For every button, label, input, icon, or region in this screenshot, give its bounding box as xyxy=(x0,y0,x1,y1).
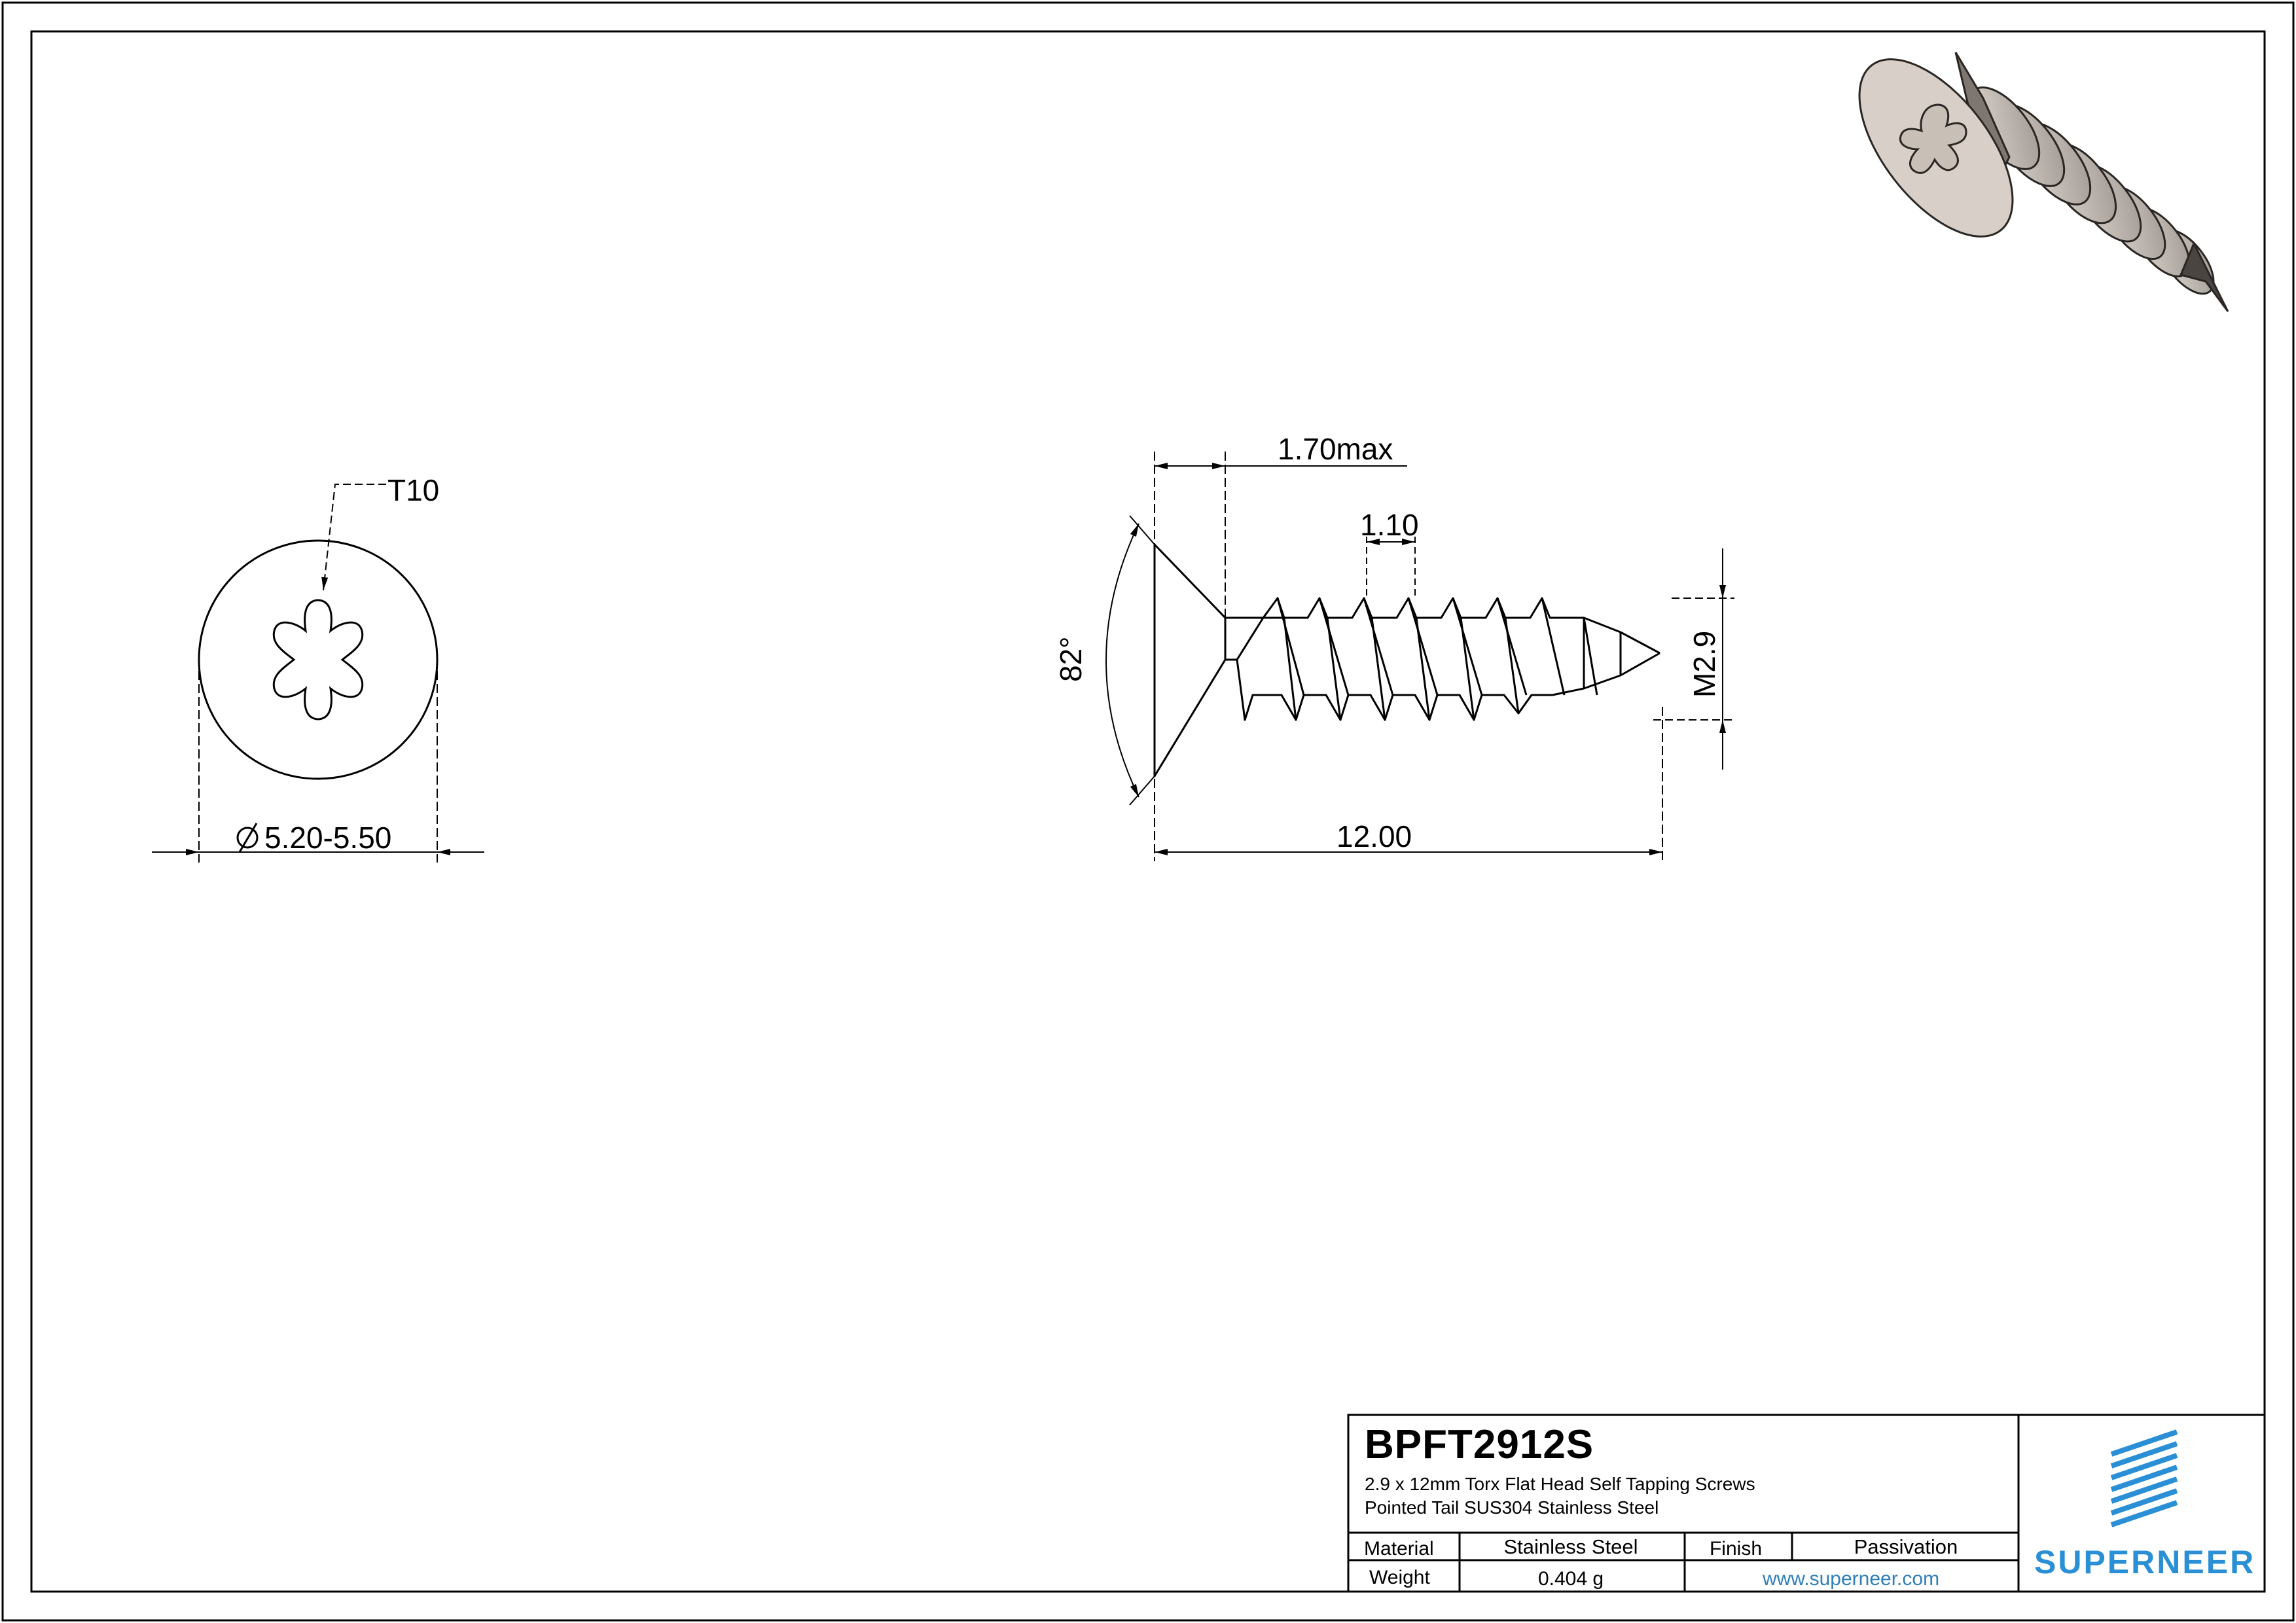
head-height-dimension xyxy=(1154,452,1407,618)
thread-pitch-label: 1.10 xyxy=(1360,508,1419,542)
weight-value: 0.404 g xyxy=(1538,1568,1604,1590)
thread-pitch-dimension xyxy=(1366,537,1416,598)
drive-size-label: T10 xyxy=(387,473,439,507)
weight-label: Weight xyxy=(1369,1567,1430,1588)
countersink-angle-label: 82° xyxy=(1054,636,1088,682)
length-label: 12.00 xyxy=(1336,819,1412,853)
drive-callout xyxy=(321,484,386,591)
screw-3d-render xyxy=(1858,52,2229,312)
head-height-label: 1.70max xyxy=(1278,432,1393,466)
diameter-symbol-icon xyxy=(236,827,259,849)
inner-border xyxy=(30,30,2266,1593)
thread-size-dimension xyxy=(1653,548,1734,770)
head-front-view xyxy=(198,539,439,780)
website-link[interactable]: www.superneer.com xyxy=(1762,1568,1939,1590)
finish-value: Passivation xyxy=(1854,1535,1958,1558)
part-number: BPFT2912S xyxy=(1365,1422,1594,1467)
finish-label: Finish xyxy=(1710,1538,1762,1560)
title-block xyxy=(1347,1414,2266,1593)
description-line-1: 2.9 x 12mm Torx Flat Head Self Tapping S… xyxy=(1365,1474,1755,1494)
superneer-logo-icon xyxy=(2110,1429,2178,1527)
material-label: Material xyxy=(1364,1538,1434,1560)
torx-recess-icon xyxy=(272,599,364,721)
torx-3d-icon xyxy=(1899,103,1967,174)
brand-name: SUPERNEER xyxy=(2034,1544,2256,1580)
material-value: Stainless Steel xyxy=(1503,1535,1638,1558)
description-line-2: Pointed Tail SUS304 Stainless Steel xyxy=(1365,1497,1659,1518)
head-diameter-label: 5.20-5.50 xyxy=(264,821,391,855)
head-diameter-dimension xyxy=(152,658,484,863)
screw-side-view xyxy=(1153,543,1660,777)
countersink-angle-dimension xyxy=(1105,515,1155,806)
length-dimension xyxy=(1154,707,1663,861)
thread-size-label: M2.9 xyxy=(1687,631,1721,698)
